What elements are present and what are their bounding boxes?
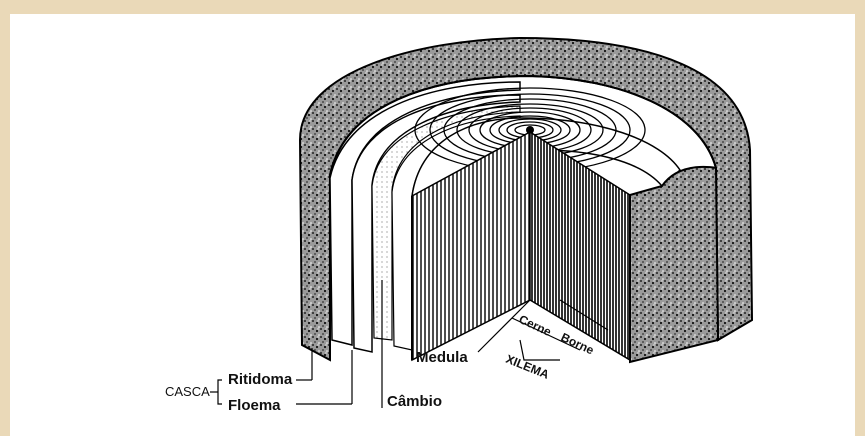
- label-cambio: Câmbio: [387, 393, 442, 410]
- label-floema: Floema: [228, 397, 281, 414]
- label-cerne: Cerne: [517, 312, 554, 339]
- label-casca: CASCA: [165, 384, 210, 399]
- label-medula: Medula: [416, 349, 468, 366]
- label-ritidoma: Ritidoma: [228, 371, 293, 388]
- bark-right-section: [630, 167, 718, 362]
- label-xilema: XILEMA: [504, 352, 552, 382]
